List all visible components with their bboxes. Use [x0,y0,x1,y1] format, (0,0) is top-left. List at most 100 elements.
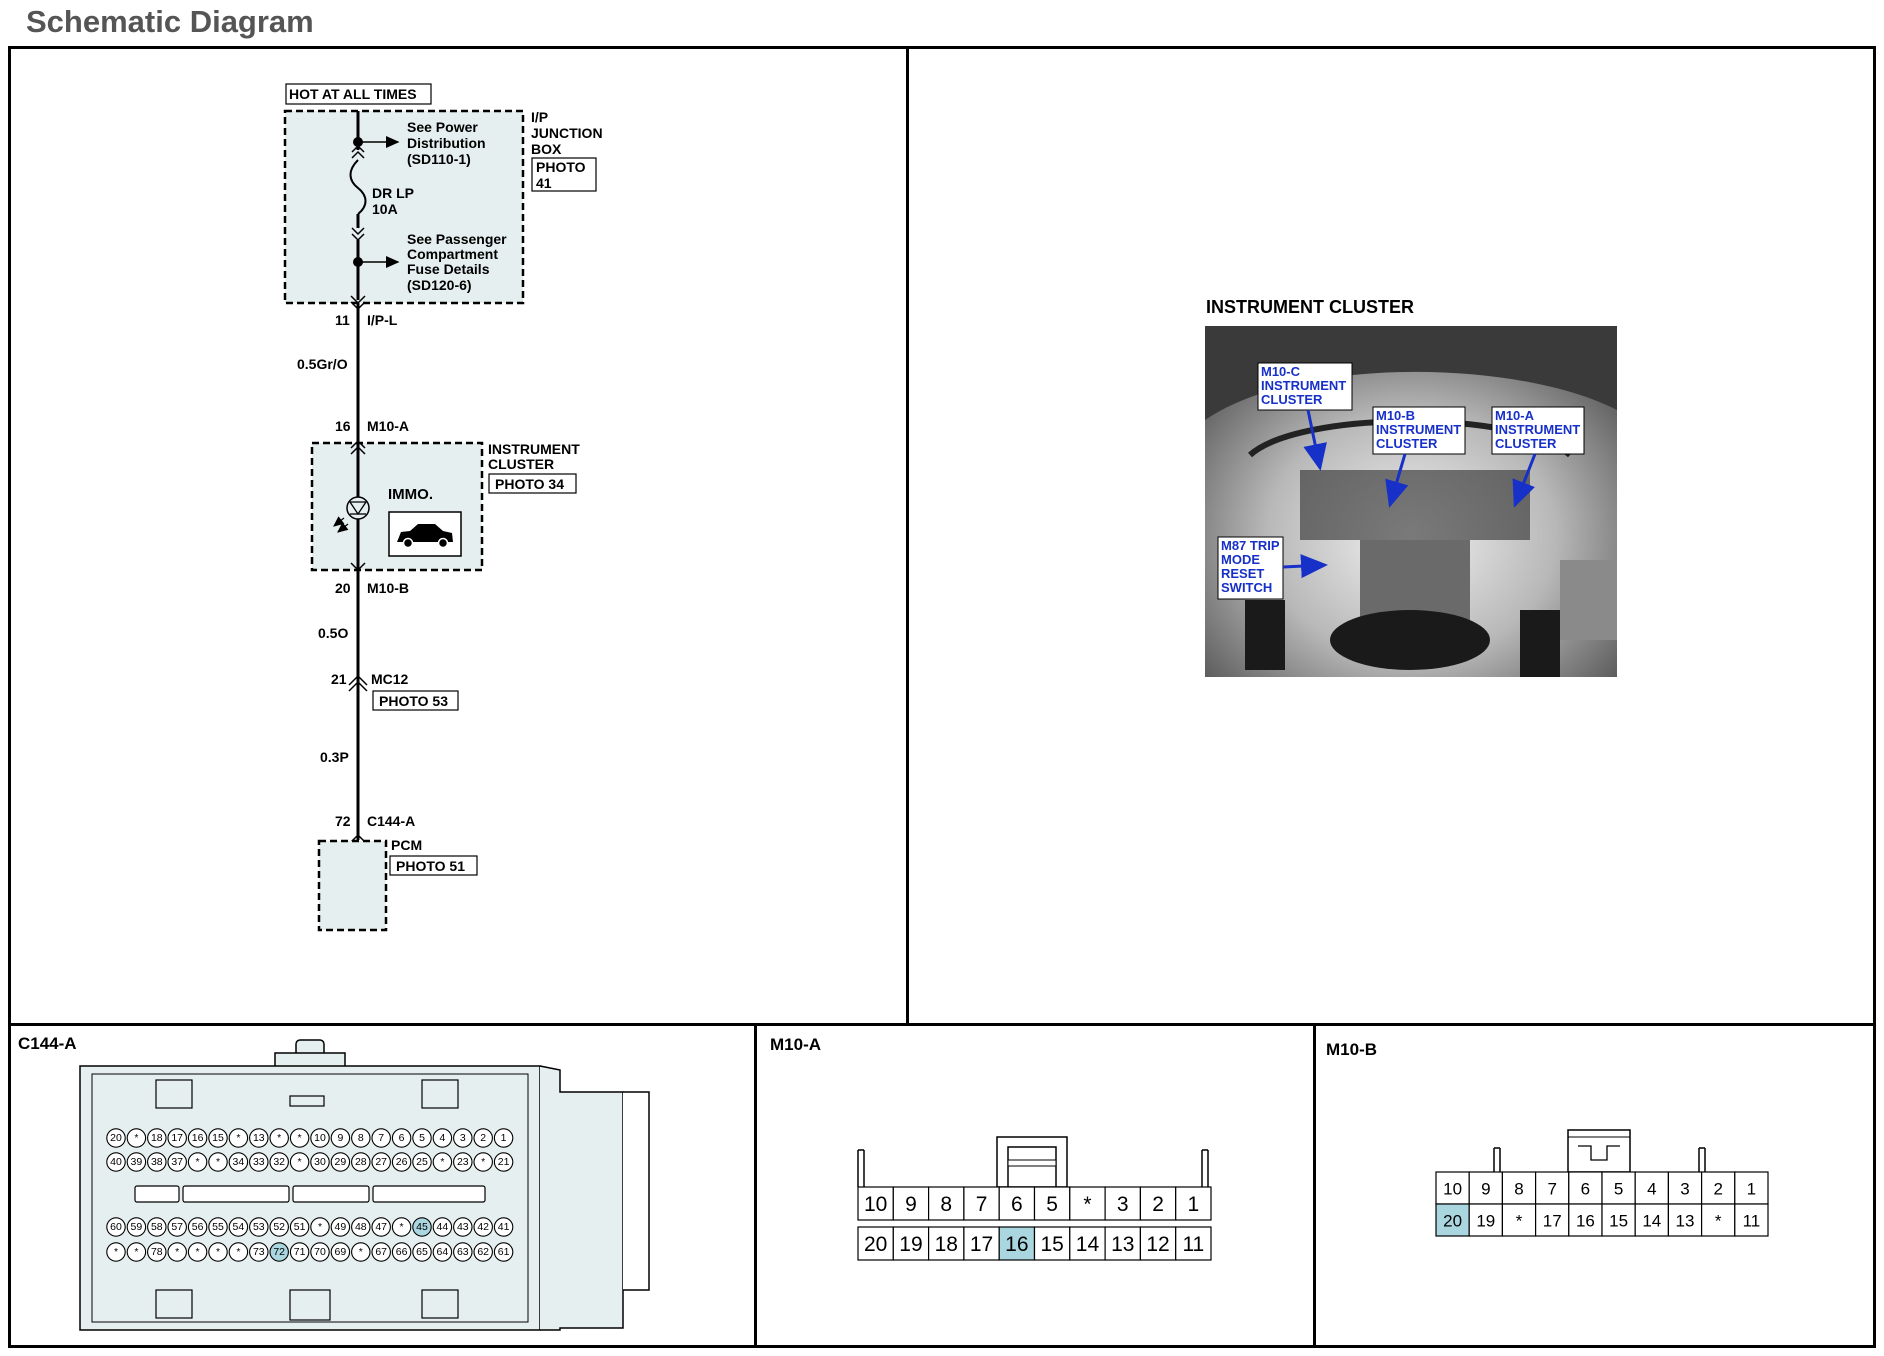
c144a-pin-label: 5 [419,1132,425,1144]
c144a-pin-label: 13 [253,1132,265,1144]
c144a-pin-circle [249,1152,269,1172]
ic-name-line1: INSTRUMENT [488,441,580,457]
c144a-pin-circle [106,1217,126,1237]
m10a-pin-label: 2 [1152,1193,1164,1216]
c144a-pin-label: 57 [171,1221,183,1233]
c144a-pin-circle [249,1242,269,1262]
c144a-pin-label: * [236,1132,240,1144]
c144a-pin-circle [473,1152,493,1172]
callout-m10b-line3: CLUSTER [1376,436,1438,451]
callout-m10b-line1: M10-B [1376,408,1415,423]
ic-out-conn: M10-B [367,580,409,596]
c144a-pin-circle [208,1242,228,1262]
m10b-pin-label: 14 [1642,1212,1661,1231]
pcm-photo: PHOTO 51 [396,858,465,874]
c144a-pin-label: * [196,1156,200,1168]
m10a-pin-label: 13 [1111,1233,1134,1256]
c144a-pin-label: * [134,1246,138,1258]
c144a-pin-label: 18 [151,1132,163,1144]
c144a-pin-label: 71 [294,1246,306,1258]
m10a-pin-label: 20 [864,1233,887,1256]
pcm-box [317,839,388,932]
c144a-pin-circle [351,1242,371,1262]
m10b-pin-label: 7 [1547,1180,1556,1199]
m10a-pin-label: 12 [1146,1233,1169,1256]
c144a-pin-circle [269,1152,289,1172]
m10a-pin-label: 18 [935,1233,958,1256]
m10b-pin-label: 6 [1581,1180,1590,1199]
c144a-pin-circle [371,1128,391,1148]
c144a-pin-label: 39 [131,1156,143,1168]
c144a-pin-label: 47 [375,1221,387,1233]
callout-m10b-line2: INSTRUMENT [1376,422,1461,437]
c144a-pin-label: 65 [416,1246,428,1258]
jb-photo-line1: PHOTO [536,159,586,175]
c144a-pin-circle [330,1242,351,1262]
ic-in-conn: M10-A [367,418,409,434]
c144a-pin-label: 37 [171,1156,183,1168]
c144a-pin-circle [228,1128,249,1148]
c144a-pin-circle [473,1128,493,1148]
c144a-pin-circle [310,1242,330,1262]
c144a-pin-label: 2 [480,1132,486,1144]
c144a-pin-label: 54 [233,1221,245,1233]
m10b-pin-cell [1501,1203,1537,1237]
c144a-pin-circle [147,1217,167,1237]
c144a-pin-label: 61 [498,1246,510,1258]
c144a-pin-circle [351,1152,371,1172]
c144a-pin-label: * [440,1156,444,1168]
c144a-pin-circle [493,1152,514,1172]
m10b-pin-cell [1534,1203,1570,1237]
c144a-pin-circle [269,1217,289,1237]
callout-m10c-line1: M10-C [1261,364,1301,379]
m10a-pin-label: 14 [1076,1233,1100,1256]
c144a-pin-circle [228,1242,249,1262]
c144a-pin-circle [208,1217,228,1237]
fuse-name: DR LP [372,185,414,201]
c144a-pin-label: 9 [337,1132,343,1144]
c144a-pin-label: * [216,1246,220,1258]
c144a-pin-label: * [236,1246,240,1258]
c144a-pin-circle [351,1128,371,1148]
see-pass-line4: (SD120-6) [407,277,472,293]
c144a-pin-label: 52 [273,1221,285,1233]
see-pass-line3: Fuse Details [407,261,490,277]
ic-in-pin: 16 [335,418,351,434]
m10b-pin-label: * [1516,1212,1523,1231]
fuse-symbol [349,144,367,262]
c144a-pin-circle [126,1217,147,1237]
c144a-pin-label: 40 [110,1156,122,1168]
m10a-pin-label: 19 [899,1233,922,1256]
c144a-pin-circle [412,1242,432,1262]
m10b-pin-label: 5 [1614,1180,1623,1199]
c144a-pin-circle [106,1152,126,1172]
photo-title: INSTRUMENT CLUSTER [1206,297,1414,317]
c144a-pin-label: * [277,1132,281,1144]
c144a-pin-circle [371,1152,391,1172]
m10a-pin-cell [1175,1186,1212,1221]
c144a-pin-circle [412,1152,432,1172]
c144a-pin-circle [147,1242,167,1262]
c144a-pin-label: 7 [378,1132,384,1144]
schematic: HOT AT ALL TIMES See Power Distribution … [283,83,603,932]
mc-photo: PHOTO 53 [379,693,448,709]
c144a-pin-circle [493,1242,514,1262]
m10b-panel [1313,1023,1876,1348]
callout-m10a-line2: INSTRUMENT [1495,422,1580,437]
c144a-pin-circle [493,1128,514,1148]
c144a-title: C144-A [18,1034,77,1053]
jb-name-line1: I/P [531,109,548,125]
c144a-pin-circle [371,1217,391,1237]
c144a-pin-label: * [175,1246,179,1258]
wire3-label: 0.3P [320,749,349,765]
jb-name-line3: BOX [531,141,562,157]
m10a-pin-cell [1033,1186,1071,1221]
c144a-pin-label: * [318,1221,322,1233]
m10a-pin-cell [998,1226,1036,1261]
c144a-pin-circle [330,1128,351,1148]
m10b-pin-label: 1 [1747,1180,1756,1199]
m10a-pin-cell [927,1186,965,1221]
m10a-pin-label: 11 [1182,1233,1204,1256]
m10b-pin-cell [1468,1203,1503,1237]
